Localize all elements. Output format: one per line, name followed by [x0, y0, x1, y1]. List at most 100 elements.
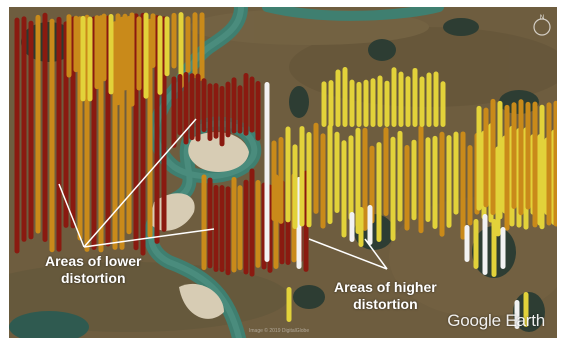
lake: [9, 311, 89, 338]
swath-stripe: [476, 105, 482, 211]
swath-stripe: [358, 207, 364, 247]
imagery-credit: Image © 2019 DigitalGlobe: [249, 328, 310, 334]
annotation-lower-distortion: Areas of lower distortion: [45, 253, 141, 287]
swath-stripe: [129, 12, 135, 107]
swath-stripe: [491, 219, 497, 277]
swath-stripe: [356, 81, 362, 127]
swath-stripe: [243, 73, 249, 136]
swath-stripe: [213, 83, 219, 139]
swath-stripe: [14, 17, 20, 254]
annotation-higher-line1: Areas of higher: [334, 279, 437, 295]
callout-line-higher-2: [364, 238, 388, 270]
swath-stripe: [418, 125, 424, 234]
swath-stripe: [342, 67, 348, 127]
swath-stripe: [201, 174, 207, 271]
swath-stripe: [523, 292, 529, 327]
swath-stripe: [237, 85, 243, 134]
swath-stripe: [249, 168, 255, 277]
swath-stripe: [514, 300, 520, 329]
swath-stripe: [150, 13, 156, 68]
swath-stripe: [404, 145, 410, 231]
swath-stripe: [80, 15, 86, 102]
lake: [293, 285, 325, 309]
swath-stripe: [397, 130, 403, 222]
swath-stripe: [405, 76, 411, 127]
swath-stripe: [225, 186, 231, 276]
lake: [289, 86, 309, 118]
swath-stripe: [285, 126, 291, 223]
map-viewport[interactable]: Areas of lower distortion Areas of highe…: [9, 7, 557, 338]
swath-stripe: [219, 85, 225, 147]
sandbar: [188, 132, 249, 172]
swath-stripe: [177, 74, 183, 136]
swath-stripe: [348, 135, 354, 221]
swath-stripe: [73, 15, 79, 73]
callout-line-lower-1: [58, 183, 85, 248]
swath-stripe: [440, 81, 446, 127]
lake: [21, 22, 77, 62]
annotation-higher-distortion: Areas of higher distortion: [334, 279, 437, 313]
swath-stripe: [278, 136, 284, 224]
swath-stripe: [28, 20, 34, 240]
sandbar: [149, 193, 195, 231]
annotation-lower-line1: Areas of lower: [45, 253, 142, 269]
sandbars: [149, 132, 249, 319]
swath-stripe: [255, 180, 261, 268]
swath-stripe: [363, 79, 369, 127]
swath-stripe: [504, 104, 510, 231]
swath-stripe: [219, 185, 225, 273]
callout-lines: [58, 118, 388, 270]
swath-stripe: [292, 144, 298, 230]
swath-stripe: [497, 100, 503, 220]
swath-stripe: [398, 71, 404, 127]
swath-stripe: [225, 81, 231, 138]
swath-stripe: [108, 13, 114, 95]
svg-text:N: N: [540, 15, 544, 21]
swath-stripe: [183, 72, 189, 145]
swath-stripe: [539, 104, 545, 230]
swath-stripe: [195, 73, 201, 142]
swath-stripe: [122, 13, 128, 91]
swath-stripe: [500, 227, 506, 269]
swath-stripe: [213, 184, 219, 272]
swath-stripe: [306, 132, 312, 228]
swath-stripe: [391, 67, 397, 127]
swath-stripe: [433, 71, 439, 127]
swath-stripe: [231, 77, 237, 134]
swath-stripe: [341, 140, 347, 238]
compass-icon[interactable]: N: [533, 13, 551, 41]
swath-stripe: [383, 127, 389, 217]
lake: [368, 39, 396, 61]
swath-stripe: [355, 127, 361, 234]
swath-stripe: [369, 145, 375, 224]
swath-stripe: [511, 102, 517, 210]
swath-stripe: [286, 287, 292, 322]
swath-stripe: [464, 225, 470, 262]
swath-stripe: [482, 214, 488, 275]
swath-stripe: [334, 131, 340, 213]
swath-stripe: [313, 122, 319, 214]
callout-line-higher-1: [308, 238, 388, 270]
lake: [513, 292, 545, 332]
swath-stripe: [299, 126, 305, 227]
swath-stripe: [328, 80, 334, 127]
google-earth-watermark: Google Earth: [447, 311, 545, 330]
swath-stripe: [473, 219, 479, 269]
swath-stripe: [164, 16, 170, 77]
sandbar: [179, 283, 224, 319]
swath-stripe: [446, 135, 452, 228]
swath-stripe: [35, 14, 41, 234]
swath-stripe: [453, 131, 459, 215]
annotation-higher-line2: distortion: [353, 296, 418, 312]
swath-stripe: [367, 205, 373, 245]
swath-stripe: [439, 131, 445, 237]
swath-stripe: [271, 140, 277, 222]
lake: [443, 18, 479, 36]
swath-stripe: [185, 16, 191, 73]
swath-stripe: [207, 83, 213, 142]
distortion-overlay: [14, 12, 557, 329]
swath-stripe: [376, 210, 382, 242]
swath-stripe: [136, 16, 142, 91]
swath-stripe: [426, 72, 432, 127]
swath-stripe: [460, 131, 466, 240]
